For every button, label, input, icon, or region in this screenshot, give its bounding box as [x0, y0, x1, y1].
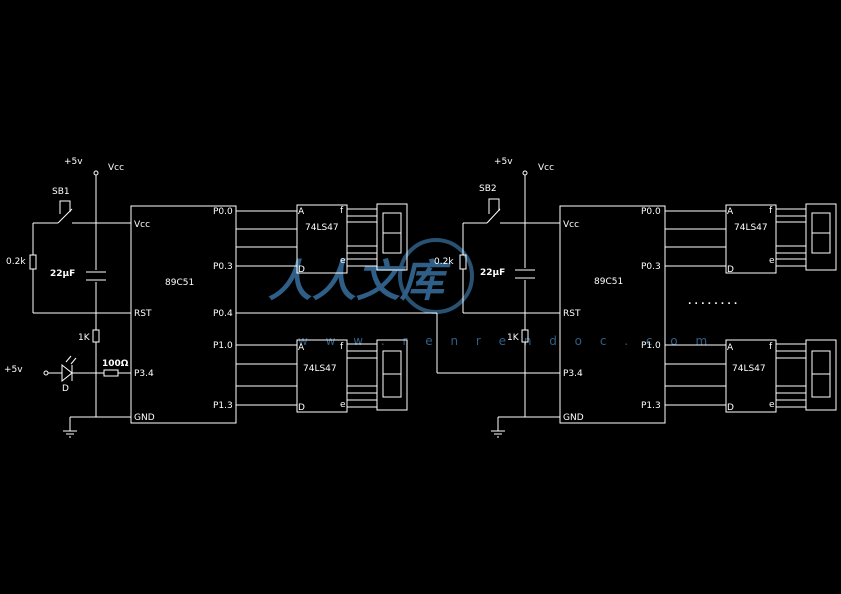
- left-resistor-02k: [29, 254, 37, 270]
- left-resistor-1k: [92, 329, 100, 343]
- right-decoder1-pin-a: A: [727, 207, 734, 217]
- right-mcu-89c51: [559, 205, 666, 424]
- left-decoder1-pin-a: A: [298, 207, 305, 217]
- left-led-label: D: [62, 384, 69, 394]
- left-decoder1-pin-e: e: [340, 256, 346, 266]
- left-decoder2-pin-d: D: [298, 403, 305, 413]
- right-mcu-pin-p00: P0.0: [641, 207, 661, 217]
- left-mcu-89c51: [130, 205, 237, 424]
- right-decoder2-pin-a: A: [727, 343, 734, 353]
- right-switch-label: SB2: [479, 184, 497, 194]
- left-decoder1-pin-f: f: [340, 206, 344, 216]
- left-decoder2-74ls47: [296, 339, 348, 413]
- right-ellipsis: . . . . . . . .: [688, 297, 737, 307]
- left-vcc-label: Vcc: [108, 163, 124, 173]
- right-mcu-pin-p03: P0.3: [641, 262, 661, 272]
- right-circuit: +5v Vcc SB2 0.2k 22μF 1K: [434, 157, 837, 438]
- right-vcc-terminal: [522, 170, 528, 176]
- right-decoder1-74ls47: [725, 204, 777, 274]
- left-mcu-pin-p03: P0.3: [213, 262, 233, 272]
- left-resistor-100-label: 100Ω: [102, 359, 129, 369]
- watermark-url: w w w . r e n r e n d o c . c o m: [298, 334, 714, 348]
- watermark: 人人文库 w w w . r e n r e n d o c . c o m: [268, 238, 714, 348]
- left-mcu-pin-gnd: GND: [134, 413, 155, 423]
- right-decoder2-pin-d: D: [727, 403, 734, 413]
- right-mcu-pin-rst: RST: [563, 309, 581, 319]
- right-seven-segment-display-2: [805, 339, 837, 411]
- left-ground-symbol: [63, 430, 77, 438]
- left-mcu-pin-p34: P3.4: [134, 369, 154, 379]
- left-mcu-name: 89C51: [165, 278, 194, 288]
- left-switch-sb1: SB1: [33, 187, 96, 224]
- left-led: [61, 355, 77, 383]
- right-decoder2-name: 74LS47: [732, 364, 766, 374]
- watermark-text: 人人文库: [268, 256, 451, 307]
- right-seven-segment-display-1: [805, 203, 837, 271]
- left-decoder1-pin-d: D: [298, 265, 305, 275]
- left-led-supply-label: +5v: [4, 365, 23, 375]
- right-capacitor: [515, 269, 535, 279]
- left-switch-label: SB1: [52, 187, 70, 197]
- right-decoder2-pin-e: e: [769, 400, 775, 410]
- left-mcu-pin-p10: P1.0: [213, 341, 233, 351]
- right-decoder2-pin-f: f: [769, 342, 773, 352]
- right-capacitor-label: 22μF: [480, 268, 505, 278]
- left-mcu-pin-p04: P0.4: [213, 309, 233, 319]
- right-resistor-02k-label: 0.2k: [434, 257, 454, 267]
- left-led-terminal: [43, 370, 49, 376]
- right-mcu-pin-p34: P3.4: [563, 369, 583, 379]
- right-supply-label: +5v: [494, 157, 513, 167]
- left-vcc-terminal: [93, 170, 99, 176]
- right-vcc-label: Vcc: [538, 163, 554, 173]
- left-mcu-pin-rst: RST: [134, 309, 152, 319]
- left-decoder2-pin-f: f: [340, 342, 344, 352]
- right-mcu-pin-vcc: Vcc: [563, 220, 579, 230]
- left-mcu-pin-p00: P0.0: [213, 207, 233, 217]
- left-decoder2-pin-a: A: [298, 343, 305, 353]
- left-mcu-pin-vcc: Vcc: [134, 220, 150, 230]
- left-resistor-100: [103, 369, 119, 377]
- right-decoder1-name: 74LS47: [734, 223, 768, 233]
- right-decoder2-74ls47: [725, 339, 777, 413]
- right-mcu-pin-gnd: GND: [563, 413, 584, 423]
- left-capacitor: [86, 271, 106, 281]
- left-decoder1-74ls47: [296, 204, 348, 274]
- right-decoder1-pin-d: D: [727, 265, 734, 275]
- left-circuit: +5v Vcc SB1 0.2k 22μF 1K: [4, 157, 560, 438]
- right-decoder1-pin-e: e: [769, 256, 775, 266]
- left-seven-segment-display-1: [376, 203, 408, 271]
- right-mcu-pin-p13: P1.3: [641, 401, 661, 411]
- right-resistor-1k: [521, 329, 529, 343]
- right-resistor-1k-label: 1K: [507, 333, 520, 343]
- left-capacitor-label: 22μF: [50, 269, 75, 279]
- right-switch-sb2: SB2: [463, 184, 525, 224]
- left-supply-label: +5v: [64, 157, 83, 167]
- left-decoder2-name: 74LS47: [303, 364, 337, 374]
- left-mcu-pin-p13: P1.3: [213, 401, 233, 411]
- left-decoder2-pin-e: e: [340, 400, 346, 410]
- right-mcu-pin-p10: P1.0: [641, 341, 661, 351]
- left-decoder1-name: 74LS47: [305, 223, 339, 233]
- right-mcu-name: 89C51: [594, 277, 623, 287]
- right-decoder1-pin-f: f: [769, 206, 773, 216]
- left-resistor-1k-label: 1K: [78, 333, 91, 343]
- left-resistor-02k-label: 0.2k: [6, 257, 26, 267]
- right-ground-symbol: [491, 430, 505, 438]
- left-seven-segment-display-2: [376, 339, 408, 411]
